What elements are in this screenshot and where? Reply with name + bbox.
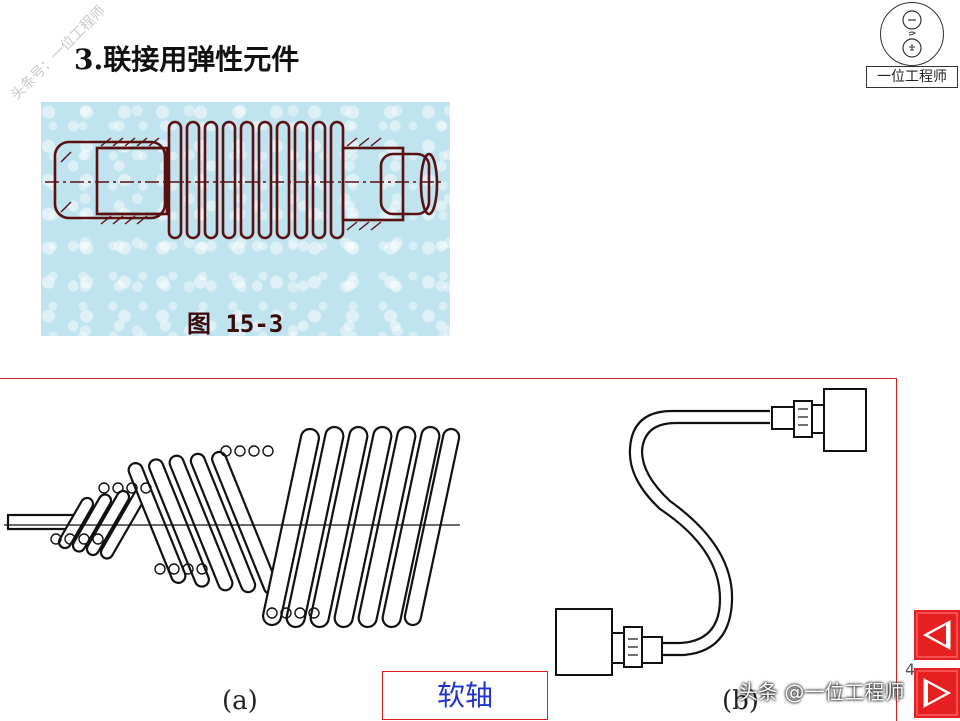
figure-label-a: (a) bbox=[222, 686, 258, 716]
figure-label-b: (b) bbox=[722, 686, 759, 716]
figure-flexible-shaft-panel: (a) (b) bbox=[0, 378, 897, 721]
slide-title: 3.联接用弹性元件 bbox=[74, 43, 300, 76]
triangle-right-icon bbox=[916, 670, 958, 716]
figure-flexible-coupling: 图 15-3 bbox=[41, 102, 450, 338]
figure-top-caption: 图 15-3 bbox=[187, 310, 284, 338]
coupling-drawing bbox=[45, 120, 441, 240]
logo: 一位工程师 bbox=[866, 2, 958, 88]
previous-slide-button[interactable] bbox=[914, 610, 960, 660]
flexible-shaft-drawing bbox=[4, 388, 867, 676]
page-number: 4 bbox=[905, 660, 916, 679]
logo-emblem-icon bbox=[902, 10, 922, 58]
logo-label: 一位工程师 bbox=[866, 66, 958, 88]
triangle-left-icon bbox=[916, 612, 958, 658]
next-slide-button[interactable] bbox=[914, 668, 960, 718]
watermark-bottom: 头条 @一位工程师 bbox=[738, 680, 905, 704]
figure-bottom-caption: 软轴 bbox=[382, 671, 548, 720]
logo-emblem bbox=[880, 2, 944, 66]
